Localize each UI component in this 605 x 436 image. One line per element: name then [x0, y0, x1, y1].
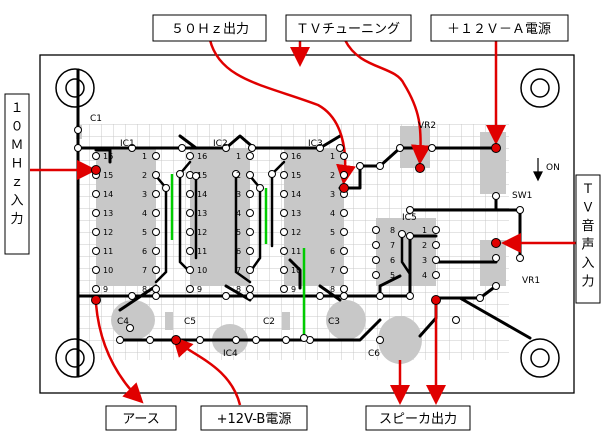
pin-number: 8	[236, 285, 241, 294]
callout-lines	[30, 39, 576, 406]
pin-number: 8	[142, 285, 147, 294]
pin-number: 13	[291, 209, 301, 218]
label-c6: C6	[368, 349, 380, 359]
label-tv-tuning: ＴＶチューニング	[296, 22, 400, 37]
pin-number: 15	[197, 171, 207, 180]
pin-number: 1	[236, 152, 241, 161]
pin-number: 1	[142, 152, 147, 161]
box-12v-a	[430, 14, 569, 42]
pin-number: 14	[197, 190, 207, 199]
label-ic4: IC4	[223, 349, 238, 359]
pin-number: 8	[390, 226, 395, 235]
pin-number: 2	[236, 171, 241, 180]
pin-number: 13	[103, 209, 113, 218]
label-ic5: IC5	[402, 213, 417, 223]
pin-number: 5	[330, 228, 335, 237]
pin-number: 11	[197, 247, 207, 256]
switch-on-arrow	[533, 158, 543, 182]
pin-number: 16	[197, 152, 207, 161]
box-12v-b	[200, 405, 308, 431]
pin-number: 16	[103, 152, 113, 161]
label-c4: C4	[117, 317, 129, 327]
pin-number: 12	[197, 228, 207, 237]
pin-number: 10	[291, 266, 301, 275]
pin-number: 2	[330, 171, 335, 180]
pin-number: 4	[236, 209, 241, 218]
pin-number: 6	[236, 247, 241, 256]
label-10mhz-input: １０ＭＨｚ入力	[10, 101, 23, 227]
label-12v-b-power: +12V-B電源	[217, 412, 292, 427]
box-10mhz	[4, 93, 30, 255]
green-jumpers	[170, 174, 306, 338]
pin-number: 3	[422, 256, 427, 265]
label-c1: C1	[90, 114, 102, 124]
pin-number: 15	[291, 171, 301, 180]
pin-wiring	[154, 160, 412, 284]
pin-number: 14	[103, 190, 113, 199]
pin-number: 12	[103, 228, 113, 237]
label-sw1: SW1	[512, 191, 532, 201]
label-c3: C3	[328, 317, 340, 327]
pin-number: 5	[142, 228, 147, 237]
box-speaker	[365, 405, 471, 431]
label-c2: C2	[263, 317, 275, 327]
pin-number: 16	[291, 152, 301, 161]
pin-number: 7	[142, 266, 147, 275]
box-50hz	[152, 14, 267, 42]
pin-number: 2	[422, 241, 427, 250]
pin-number: 7	[236, 266, 241, 275]
label-ic3: IC3	[308, 139, 323, 149]
pin-number: 9	[103, 285, 108, 294]
pin-number: 4	[330, 209, 335, 218]
pin-number: 6	[390, 256, 395, 265]
box-tv-tuning	[285, 14, 412, 42]
pin-number: 8	[330, 285, 335, 294]
pin-number: 1	[330, 152, 335, 161]
label-on: ON	[546, 163, 560, 173]
label-ground: アース	[122, 412, 160, 427]
pin-number: 5	[390, 271, 395, 280]
pin-number: 2	[142, 171, 147, 180]
pin-number: 3	[236, 190, 241, 199]
pin-number: 13	[197, 209, 207, 218]
pin-number: 6	[142, 247, 147, 256]
pin-number: 10	[197, 266, 207, 275]
wiring	[76, 68, 532, 378]
pin-number: 14	[291, 190, 301, 199]
pin-number: 11	[103, 247, 113, 256]
label-50hz-output: ５０Ｈｚ出力	[171, 22, 249, 37]
pin-number: 10	[103, 266, 113, 275]
label-c5: C5	[184, 317, 196, 327]
label-12v-a-power: ＋１２Ｖ－Ａ電源	[447, 22, 551, 37]
pin-number: 1	[422, 226, 427, 235]
label-speaker-output: スピーカ出力	[379, 412, 457, 427]
pin-number: 9	[197, 285, 202, 294]
label-ic1: IC1	[120, 139, 135, 149]
pin-number: 6	[330, 247, 335, 256]
label-vr2: VR2	[418, 121, 436, 131]
pin-number: 5	[236, 228, 241, 237]
red-pads	[91, 143, 501, 345]
pin-number: 7	[330, 266, 335, 275]
pin-number: 12	[291, 228, 301, 237]
label-vr1: VR1	[522, 276, 540, 286]
box-ground	[105, 405, 177, 431]
pin-number: 9	[291, 285, 296, 294]
pin-number: 3	[330, 190, 335, 199]
box-tv-audio	[575, 174, 601, 304]
pin-number: 3	[142, 190, 147, 199]
label-ic2: IC2	[213, 139, 228, 149]
pin-number: 4	[422, 271, 427, 280]
pin-number: 11	[291, 247, 301, 256]
pin-number: 4	[142, 209, 147, 218]
pin-number: 7	[390, 241, 395, 250]
pin-number: 15	[103, 171, 113, 180]
pads	[74, 126, 524, 344]
label-tv-audio-input: ＴＶ音声入力	[581, 182, 594, 290]
